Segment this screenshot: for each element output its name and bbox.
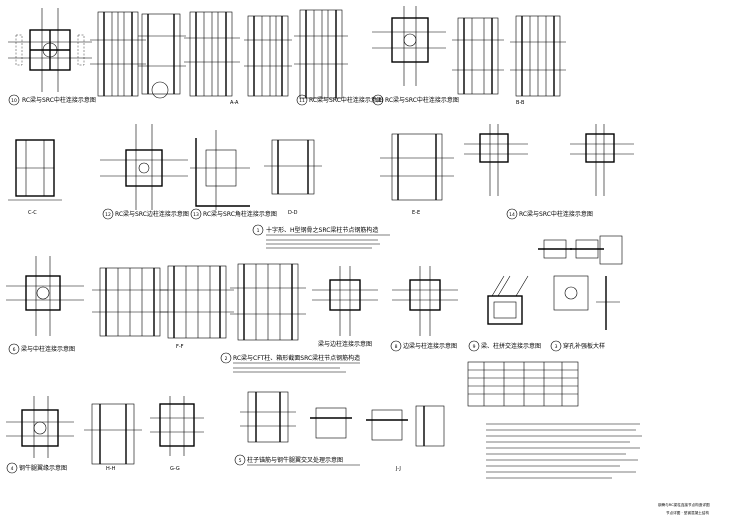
section-ff: F-F	[176, 344, 184, 350]
svg-text:5: 5	[239, 458, 242, 464]
section-jj-drawing	[366, 405, 445, 447]
section-cc: C-C	[28, 210, 37, 216]
detail-9-drawing	[487, 275, 529, 325]
detail-13-drawing	[190, 130, 250, 210]
svg-text:12: 12	[105, 212, 111, 218]
section-cc-drawing	[8, 139, 62, 201]
detail-1-notes	[266, 239, 380, 249]
title-block: 钢骨与RC梁柱连接节点构造详图 节点详图 · 型钢混凝土结构	[658, 502, 710, 515]
detail-2-notes	[233, 367, 346, 373]
svg-text:梁、柱拼交连接示意图: 梁、柱拼交连接示意图	[481, 342, 541, 350]
svg-text:14: 14	[509, 212, 515, 218]
caption-detail-1: 1 十字形、H型钢骨之SRC梁柱节点钢筋构造	[252, 224, 390, 236]
caption-detail-2: 2 RC梁与CFT柱、箱形截面SRC梁柱节点钢筋构造	[220, 352, 360, 364]
caption-detail-8: 8 边梁与柱连接示意图	[390, 340, 457, 352]
detail-12-drawing	[100, 124, 188, 210]
svg-text:RC梁与SRC中柱连接示意图: RC梁与SRC中柱连接示意图	[309, 96, 383, 104]
detail-3-drawings	[538, 235, 623, 330]
detail-10-elev-e	[294, 9, 348, 99]
svg-text:十字形、H型钢骨之SRC梁柱节点钢筋构造: 十字形、H型钢骨之SRC梁柱节点钢筋构造	[266, 226, 378, 234]
caption-detail-14-top: 14 RC梁与SRC中柱连接示意图	[372, 94, 459, 106]
svg-text:11: 11	[299, 98, 305, 104]
detail-10-plan	[8, 8, 92, 92]
caption-detail-11: 11 RC梁与SRC中柱连接示意图	[296, 94, 383, 106]
svg-text:梁与边柱连接示意图: 梁与边柱连接示意图	[318, 340, 372, 348]
svg-text:RC梁与SRC边柱连接示意图: RC梁与SRC边柱连接示意图	[115, 210, 189, 218]
svg-text:RC梁与SRC中柱连接示意图: RC梁与SRC中柱连接示意图	[385, 96, 459, 104]
caption-detail-14-mid: 14 RC梁与SRC中柱连接示意图	[506, 208, 593, 220]
section-ee: E-E	[412, 210, 420, 216]
detail-4-drawing	[6, 396, 74, 458]
caption-detail-9: 9 梁、柱拼交连接示意图	[468, 340, 541, 352]
caption-detail-12: 12 RC梁与SRC边柱连接示意图	[102, 208, 189, 220]
caption-detail-4: 4 钢牛腿翼缘示意图	[6, 462, 67, 474]
svg-text:RC梁与CFT柱、箱形截面SRC梁柱节点钢筋构造: RC梁与CFT柱、箱形截面SRC梁柱节点钢筋构造	[233, 354, 360, 362]
section-dd: D-D	[288, 210, 298, 216]
detail-10-elev-b	[138, 13, 186, 99]
section-bb: B-B	[516, 100, 525, 106]
svg-text:2: 2	[225, 356, 228, 362]
detail-5-drawing	[240, 391, 352, 443]
caption-detail-5: 5 柱子锚筋与钢牛腿翼交叉处理示意图	[234, 454, 360, 466]
svg-text:RC梁与SRC中柱连接示意图: RC梁与SRC中柱连接示意图	[519, 210, 593, 218]
svg-text:穿孔补强板大样: 穿孔补强板大样	[563, 342, 605, 350]
detail-14-section-drawings	[464, 124, 634, 196]
detail-6-drawing	[6, 256, 84, 336]
svg-text:1: 1	[257, 228, 260, 234]
svg-text:9: 9	[473, 344, 476, 350]
section-hh-drawing	[84, 403, 142, 465]
caption-detail-10: 10 RC梁与SRC中柱连接示意图	[8, 94, 96, 106]
section-ee-drawing	[380, 133, 454, 201]
detail-10-elev-d	[244, 15, 292, 97]
detail-2-elev-a	[92, 267, 168, 337]
svg-text:10: 10	[11, 98, 17, 104]
svg-text:4: 4	[11, 466, 14, 472]
section-gg: G-G	[170, 466, 180, 472]
detail-10-elev-c	[184, 11, 240, 97]
detail-7-drawing	[312, 266, 378, 336]
general-notes	[486, 423, 642, 479]
svg-text:柱子锚筋与钢牛腿翼交叉处理示意图: 柱子锚筋与钢牛腿翼交叉处理示意图	[247, 456, 343, 464]
detail-2-elev-b	[160, 265, 234, 339]
section-hh: H-H	[106, 466, 116, 472]
section-jj: J-J	[395, 466, 401, 472]
svg-text:13: 13	[193, 212, 199, 218]
svg-text:RC梁与SRC中柱连接示意图: RC梁与SRC中柱连接示意图	[22, 96, 96, 104]
svg-text:钢牛腿翼缘示意图: 钢牛腿翼缘示意图	[19, 464, 67, 472]
svg-text:钢骨与RC梁柱连接节点构造详图: 钢骨与RC梁柱连接节点构造详图	[658, 502, 710, 507]
svg-text:3: 3	[555, 344, 558, 350]
svg-text:梁与中柱连接示意图: 梁与中柱连接示意图	[21, 345, 75, 353]
detail-14-elev-b	[510, 15, 566, 97]
svg-text:14: 14	[375, 98, 381, 104]
detail-10-elev-a	[90, 11, 146, 97]
caption-detail-6: 6 梁与中柱连接示意图	[8, 343, 75, 355]
section-aa: A-A	[230, 100, 239, 106]
svg-text:RC梁与SRC角柱连接示意图: RC梁与SRC角柱连接示意图	[203, 210, 277, 218]
detail-14-elev-a	[452, 17, 504, 95]
svg-text:8: 8	[395, 344, 398, 350]
svg-text:6: 6	[13, 347, 16, 353]
caption-detail-13: 13 RC梁与SRC角柱连接示意图	[190, 208, 277, 220]
section-dd-drawing	[264, 139, 322, 195]
detail-8-drawing	[392, 266, 458, 336]
section-gg-drawing	[150, 396, 204, 456]
svg-text:边梁与柱连接示意图: 边梁与柱连接示意图	[403, 342, 457, 350]
svg-text:节点详图 · 型钢混凝土结构: 节点详图 · 型钢混凝土结构	[666, 510, 709, 515]
detail-2-elev-c	[230, 263, 306, 341]
caption-detail-7: 梁与边柱连接示意图	[318, 340, 372, 348]
detail-14-plan	[372, 6, 446, 86]
rebar-table	[467, 361, 579, 407]
caption-detail-3: 3 穿孔补强板大样	[550, 340, 605, 352]
